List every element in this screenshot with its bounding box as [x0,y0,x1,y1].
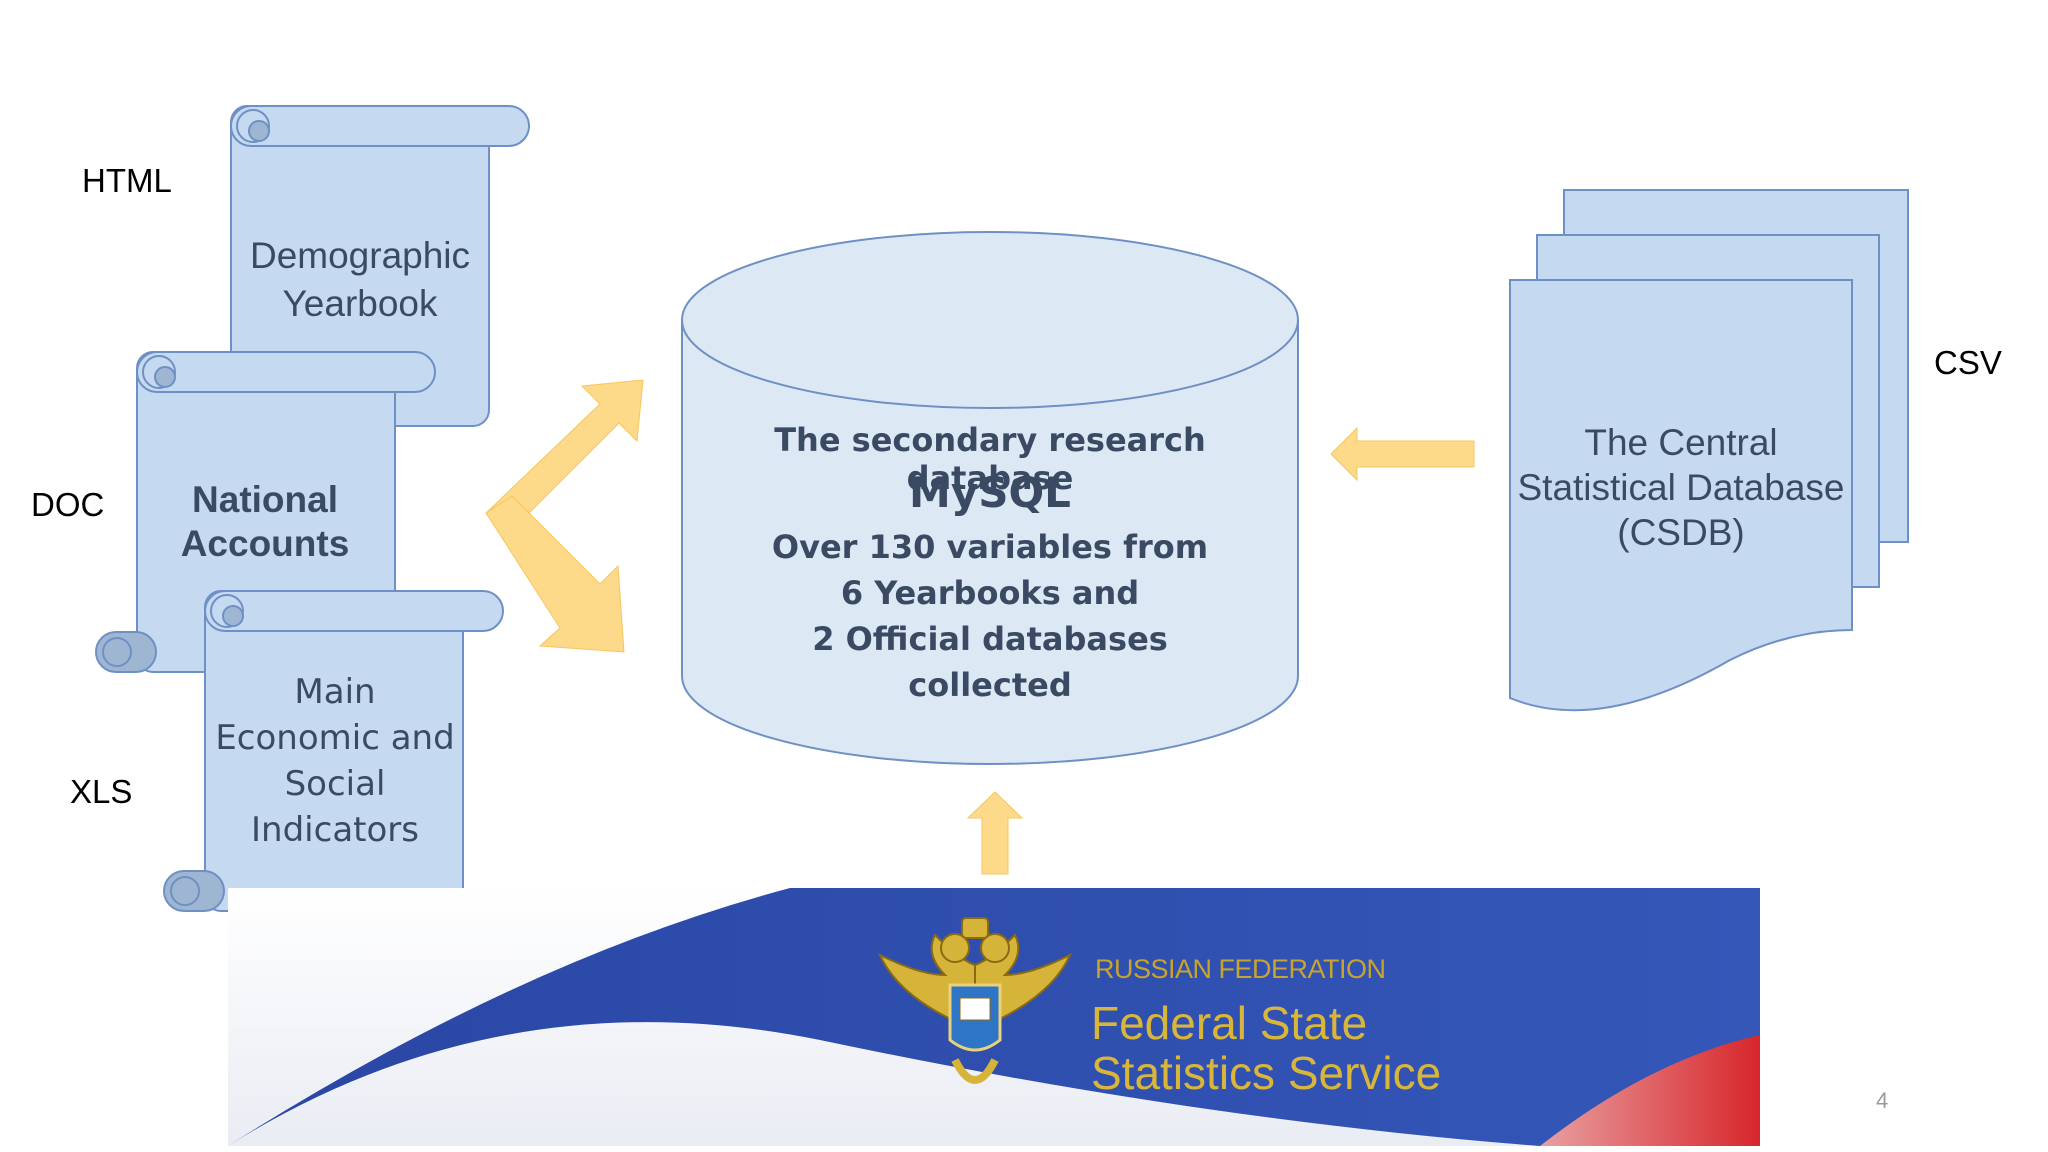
database-line-2: MySQL [909,468,1071,517]
format-label-doc: DOC [31,486,105,523]
format-label-csv: CSV [1934,344,2002,381]
banner-agency-line-1: Federal State [1091,997,1368,1049]
slide-number: 4 [1876,1088,1889,1113]
main-indicators-scroll [163,590,504,912]
demographic-yearbook-label: Demographic Yearbook [249,235,471,325]
demographic-yearbook-scroll [230,105,530,427]
csdb-multidocument [1509,189,1909,712]
database-line-5: 2 Official databases [812,620,1168,658]
csdb-label: The Central Statistical Database (CSDB) [1517,422,1845,554]
main-indicators-label: Main Economic and Social Indicators [215,672,455,850]
mysql-database-cylinder [681,231,1299,765]
left-arrow [1330,426,1475,482]
database-line-1: The secondary research database [774,421,1206,497]
database-line-4: 6 Yearbooks and [840,574,1140,612]
database-line-6: collected [908,666,1072,704]
format-label-html: HTML [82,162,172,199]
rosstat-banner [228,888,1760,1146]
national-accounts-label: National Accounts [180,479,350,565]
banner-agency-line-2: Statistics Service [1091,1047,1442,1099]
up-arrow [966,791,1024,875]
double-headed-eagle-emblem [877,917,1073,1084]
format-label-xls: XLS [70,773,133,810]
bent-arrow [485,379,644,653]
database-line-3: Over 130 variables from [771,528,1209,566]
banner-country: RUSSIAN FEDERATION [1095,954,1386,984]
